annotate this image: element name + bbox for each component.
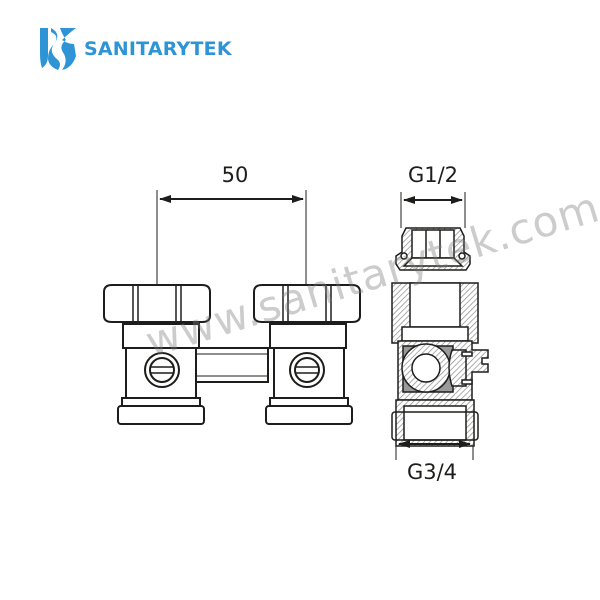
section-valve-body <box>391 282 489 447</box>
connecting-pipe <box>195 347 269 383</box>
right-valve-body <box>253 284 361 425</box>
left-valve-body <box>103 284 211 425</box>
section-top-nut <box>395 227 471 271</box>
bottom-thread-label: G3/4 <box>406 460 458 484</box>
top-thread-label: G1/2 <box>407 163 459 187</box>
brand-logo: SANITARYTEK <box>38 26 232 72</box>
bottom-thread-dimension <box>395 440 474 460</box>
brand-name: SANITARYTEK <box>84 38 232 60</box>
sanitarytek-shield-s-icon <box>40 28 76 70</box>
center-distance-label: 50 <box>221 163 249 187</box>
center-distance-dimension <box>156 190 307 300</box>
top-thread-dimension <box>400 192 466 228</box>
